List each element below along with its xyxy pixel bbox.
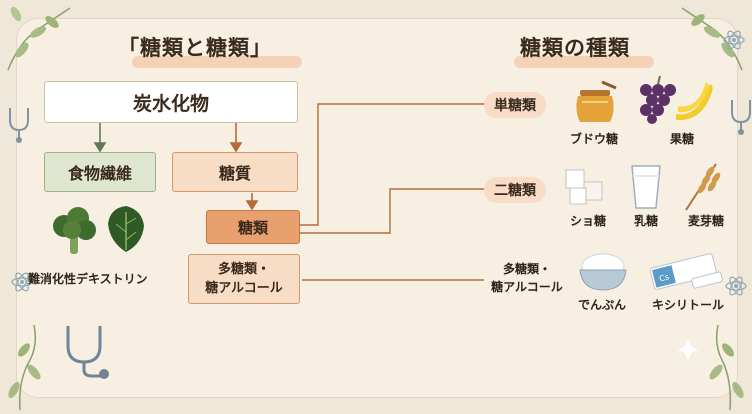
atom-icon bbox=[723, 30, 745, 50]
right-title-highlight bbox=[514, 56, 654, 68]
rice-bowl-icon bbox=[579, 253, 627, 291]
page-title: 「糖類と糖類」 bbox=[118, 36, 272, 60]
dietary-fiber-box: 食物繊維 bbox=[44, 152, 156, 192]
lactose-label: 乳糖 bbox=[633, 214, 658, 228]
poly-label-right: 多糖類・ 糖アルコール bbox=[486, 260, 568, 296]
monosaccharide-pill: 単糖類 bbox=[484, 92, 546, 118]
sucrose-label: ショ糖 bbox=[569, 214, 606, 228]
wheat-icon bbox=[685, 163, 721, 211]
fructose-label: 果糖 bbox=[669, 132, 694, 146]
sugars-label: 糖類 bbox=[237, 218, 268, 237]
broccoli-icon bbox=[53, 207, 96, 254]
polysaccharide-label-line1: 多糖類・ bbox=[217, 262, 270, 277]
sugars-box: 糖類 bbox=[206, 210, 300, 244]
stethoscope-icon bbox=[9, 108, 29, 143]
poly-right-line2: 糖アルコール bbox=[491, 280, 563, 294]
spinach-icon bbox=[108, 206, 144, 252]
sugar-substance-label: 糖質 bbox=[218, 164, 251, 183]
title-highlight bbox=[132, 56, 302, 68]
carbohydrate-box: 炭水化物 bbox=[44, 81, 298, 123]
polysaccharide-box: 多糖類・ 糖アルコール bbox=[188, 254, 300, 304]
honey-jar-icon bbox=[576, 80, 617, 122]
leaf-decoration-bottom-left bbox=[8, 324, 41, 411]
milk-glass-icon bbox=[631, 165, 661, 209]
gum-brand-label: Cs bbox=[658, 272, 670, 283]
poly-right-line1: 多糖類・ bbox=[502, 262, 551, 276]
atom-icon bbox=[11, 272, 33, 292]
dextrin-label: 難消化性デキストリン bbox=[28, 272, 148, 286]
leaf-decoration-top-left bbox=[7, 6, 71, 71]
sugar-substance-box: 糖質 bbox=[172, 152, 298, 192]
xylitol-label: キシリトール bbox=[651, 298, 724, 312]
leaf-decoration-bottom-right bbox=[709, 324, 744, 411]
gum-pack-icon: Cs bbox=[649, 253, 723, 290]
banana-icon bbox=[676, 82, 713, 121]
maltose-label: 麦芽糖 bbox=[687, 214, 724, 228]
glucose-label: ブドウ糖 bbox=[569, 132, 618, 146]
stethoscope-icon bbox=[731, 100, 751, 135]
sparkle-icon bbox=[676, 338, 700, 362]
sugar-cubes-icon bbox=[565, 169, 603, 205]
disaccharide-pill: 二糖類 bbox=[484, 177, 546, 203]
right-title: 糖類の種類 bbox=[520, 36, 630, 60]
atom-icon bbox=[725, 276, 747, 296]
dietary-fiber-label: 食物繊維 bbox=[67, 164, 132, 183]
grapes-icon bbox=[640, 75, 676, 124]
polysaccharide-label-line2: 糖アルコール bbox=[205, 281, 283, 296]
starch-label: でんぷん bbox=[577, 298, 626, 312]
leaf-decoration-top-right bbox=[681, 7, 743, 71]
stethoscope-icon bbox=[66, 326, 109, 379]
carbohydrate-label: 炭水化物 bbox=[132, 92, 209, 115]
